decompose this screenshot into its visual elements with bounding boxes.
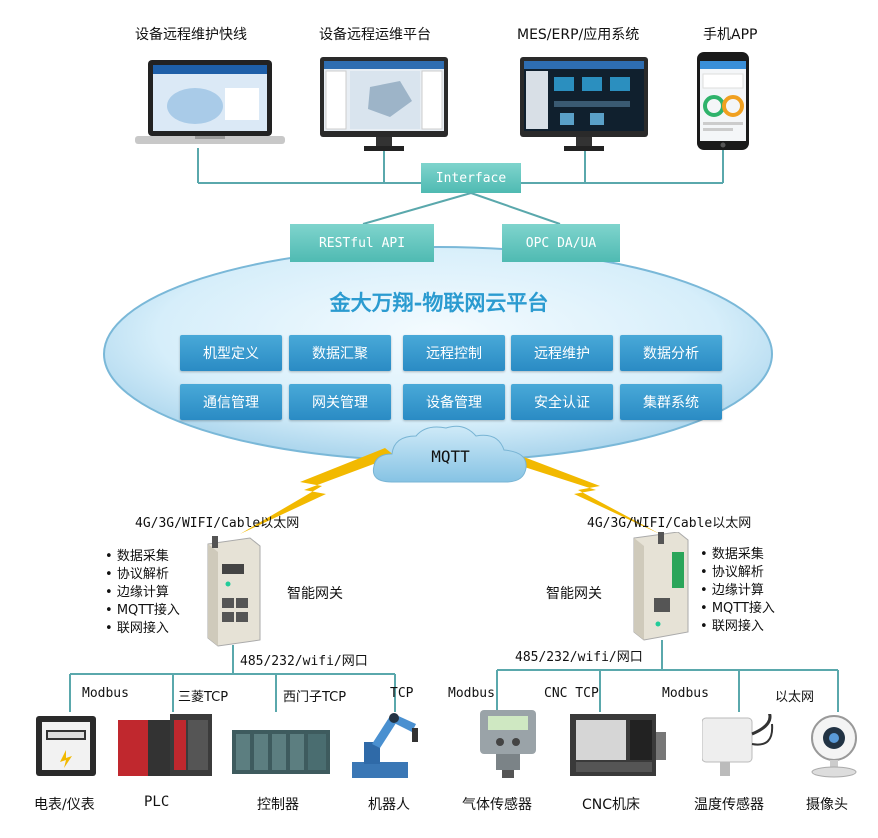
device-label: 气体传感器 — [462, 797, 532, 813]
device-label: CNC机床 — [582, 797, 641, 813]
temperature-sensor-icon — [701, 709, 776, 782]
cnc-machine-icon — [570, 712, 668, 782]
module-button: 安全认证 — [511, 384, 613, 420]
opc-box: OPC DA/UA — [502, 224, 620, 262]
left-gateway-name: 智能网关 — [287, 586, 343, 602]
protocol-label: CNC TCP — [544, 686, 599, 701]
device-label: 摄像头 — [806, 797, 848, 813]
feature-item: 数据采集 — [700, 546, 775, 564]
monitor-icon — [520, 57, 648, 157]
module-button: 设备管理 — [403, 384, 505, 420]
feature-item: MQTT接入 — [700, 600, 775, 618]
app-label-mes-erp: MES/ERP/应用系统 — [517, 27, 640, 43]
feature-item: MQTT接入 — [105, 602, 180, 620]
left-gateway-device-icon — [198, 536, 264, 652]
controller-icon — [232, 726, 332, 782]
module-button: 远程控制 — [403, 335, 505, 371]
left-network-label: 4G/3G/WIFI/Cable以太网 — [135, 516, 300, 531]
interface-box: Interface — [421, 163, 521, 193]
feature-item: 协议解析 — [105, 566, 180, 584]
module-button: 数据分析 — [620, 335, 722, 371]
mqtt-label: MQTT — [431, 447, 470, 466]
device-label: 控制器 — [257, 797, 299, 813]
plc-icon — [118, 714, 214, 782]
protocol-label: Modbus — [82, 686, 129, 701]
feature-item: 边缘计算 — [700, 582, 775, 600]
device-label: 温度传感器 — [694, 797, 764, 813]
right-ports-label: 485/232/wifi/网口 — [515, 650, 643, 665]
right-gateway-device-icon — [630, 531, 692, 648]
electric-meter-icon — [36, 716, 96, 782]
feature-item: 协议解析 — [700, 564, 775, 582]
feature-item: 边缘计算 — [105, 584, 180, 602]
device-label: PLC — [144, 794, 170, 810]
monitor-icon — [320, 57, 448, 157]
feature-item: 联网接入 — [105, 620, 180, 638]
protocol-label: 三菱TCP — [178, 690, 229, 705]
protocol-label: Modbus — [448, 686, 495, 701]
right-gateway-name: 智能网关 — [546, 586, 602, 602]
module-button: 机型定义 — [180, 335, 282, 371]
feature-item: 数据采集 — [105, 548, 180, 566]
left-feature-list: 数据采集 协议解析 边缘计算 MQTT接入 联网接入 — [105, 548, 180, 638]
phone-icon — [697, 52, 749, 154]
protocol-label: 西门子TCP — [283, 690, 347, 705]
module-button: 通信管理 — [180, 384, 282, 420]
camera-icon — [804, 712, 864, 782]
feature-item: 联网接入 — [700, 618, 775, 636]
module-button: 集群系统 — [620, 384, 722, 420]
right-feature-list: 数据采集 协议解析 边缘计算 MQTT接入 联网接入 — [700, 546, 775, 636]
module-button: 数据汇聚 — [289, 335, 391, 371]
app-label-mobile-app: 手机APP — [703, 27, 758, 43]
protocol-label: 以太网 — [775, 690, 815, 705]
gas-sensor-icon — [476, 710, 540, 784]
app-label-remote-om-platform: 设备远程运维平台 — [319, 27, 431, 43]
device-label: 电表/仪表 — [34, 797, 95, 813]
module-button: 远程维护 — [511, 335, 613, 371]
device-label: 机器人 — [368, 797, 410, 813]
mqtt-cloud-icon — [368, 422, 533, 492]
robot-arm-icon — [350, 706, 430, 784]
app-label-remote-quickline: 设备远程维护快线 — [135, 27, 247, 43]
left-ports-label: 485/232/wifi/网口 — [240, 654, 368, 669]
restful-api-box: RESTful API — [290, 224, 434, 262]
laptop-icon — [135, 60, 285, 150]
protocol-label: TCP — [390, 686, 414, 701]
module-button: 网关管理 — [289, 384, 391, 420]
right-network-label: 4G/3G/WIFI/Cable以太网 — [587, 516, 752, 531]
protocol-label: Modbus — [662, 686, 709, 701]
platform-title: 金大万翔-物联网云平台 — [329, 290, 549, 315]
